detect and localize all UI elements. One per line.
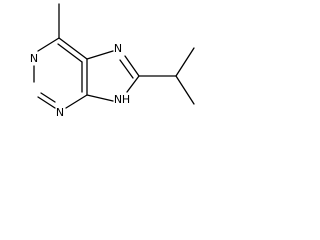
bond-n9-c4: [86, 94, 114, 102]
atom-label-n9: N: [114, 93, 122, 106]
bond-c5-n7: [86, 50, 114, 60]
bond-n3-c4: [65, 94, 88, 109]
bond-c8-n9: [126, 75, 140, 93]
atom-label-nh: H: [122, 93, 130, 106]
bond-c6-n1: [37, 37, 60, 52]
bond-lines: [33, 3, 195, 109]
bond-c5-c6-double: [57, 43, 83, 63]
bond-ch-me-up: [175, 47, 195, 77]
bond-c2-n3: [37, 96, 56, 109]
bond-c5-c6: [58, 37, 88, 60]
bond-ch-me-down: [175, 75, 195, 105]
chemical-structure-diagram: N N N N H: [30, 3, 195, 119]
bond-n7-c8-double: [119, 59, 134, 79]
bond-c2-n3-double: [40, 92, 56, 103]
atom-label-n1: N: [30, 52, 38, 65]
bond-n7-c8: [124, 55, 140, 77]
atom-label-n7: N: [114, 42, 122, 55]
atom-label-n3: N: [56, 106, 64, 119]
